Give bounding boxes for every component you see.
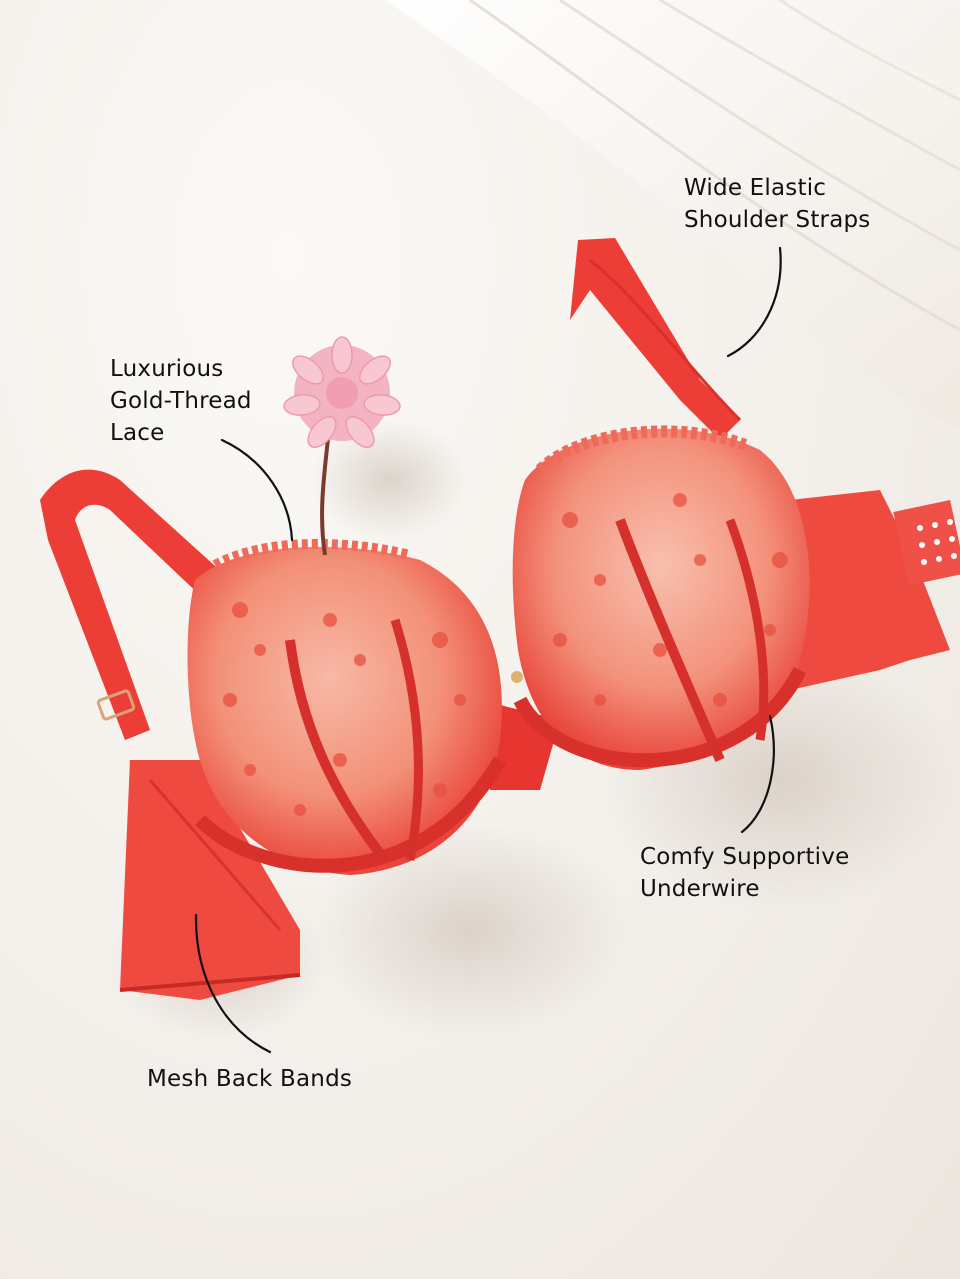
callout-lace-line-2: Gold-Thread <box>110 388 252 414</box>
pink-flower-decoration <box>283 336 401 556</box>
left-cup <box>187 538 507 875</box>
callout-bands-line-1: Mesh Back Bands <box>147 1066 353 1092</box>
callout-straps-line-1: Wide Elastic <box>684 175 827 201</box>
callout-lace-line-1: Luxurious <box>110 356 224 382</box>
bands-pointer-curved-arrow-line-icon <box>194 913 272 1054</box>
left-shoulder-strap <box>40 469 225 740</box>
callout-supportive-underwire: Comfy Supportive Underwire <box>640 841 849 905</box>
left-back-band <box>120 760 300 1000</box>
straps-pointer-curved-arrow-line-icon <box>726 246 782 358</box>
right-cup <box>511 425 810 770</box>
callout-straps-line-2: Shoulder Straps <box>684 207 871 233</box>
right-back-band <box>790 490 950 690</box>
callout-lace-line-3: Lace <box>110 420 165 446</box>
right-shoulder-strap <box>570 238 740 440</box>
callout-gold-thread-lace: Luxurious Gold-Thread Lace <box>110 353 252 449</box>
callout-shoulder-straps: Wide Elastic Shoulder Straps <box>684 172 870 236</box>
hook-eye-closure <box>917 519 957 565</box>
callout-underwire-line-2: Underwire <box>640 876 760 902</box>
callout-underwire-line-1: Comfy Supportive <box>640 844 850 870</box>
lace-pointer-curved-arrow-line-icon <box>220 438 294 542</box>
callout-mesh-back-bands: Mesh Back Bands <box>147 1063 352 1095</box>
underwire-pointer-curved-arrow-line-icon <box>740 714 775 834</box>
